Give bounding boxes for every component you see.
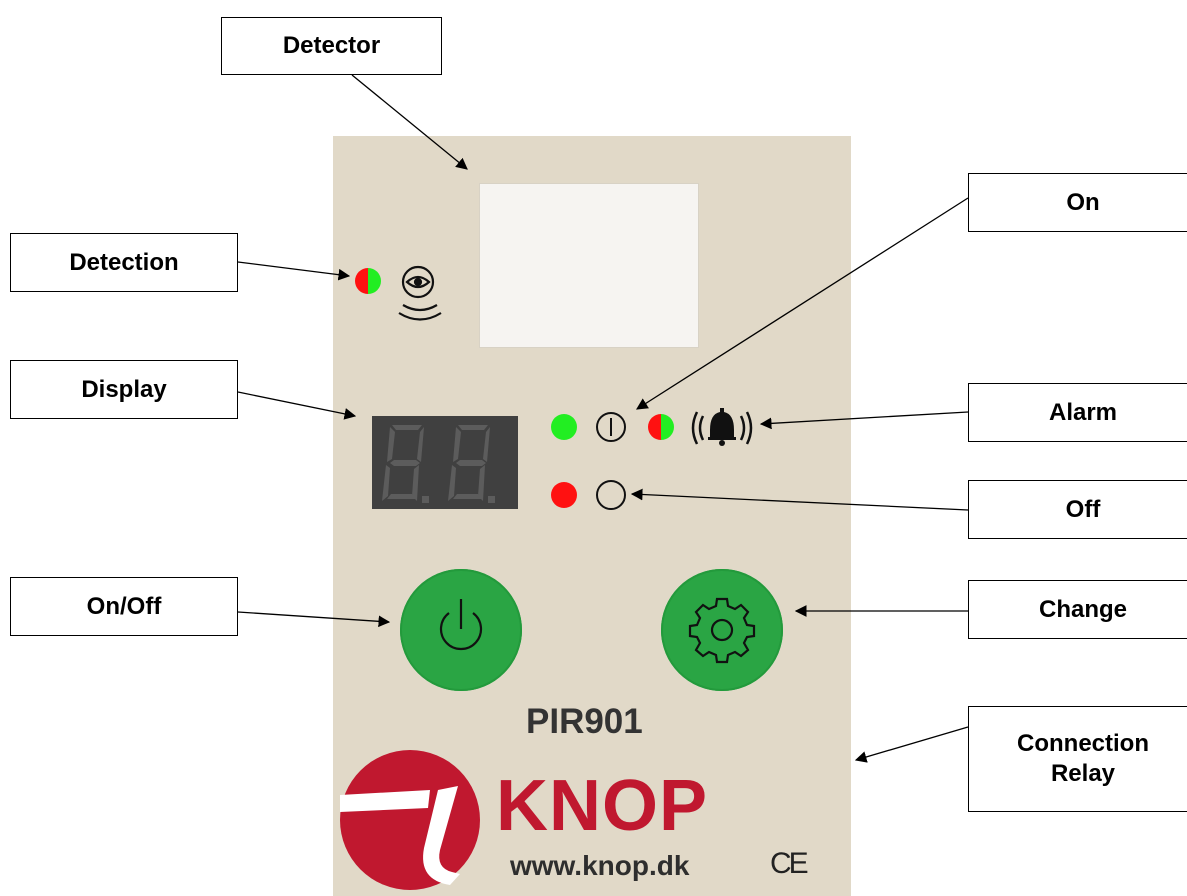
detector-label: Detector xyxy=(221,17,442,75)
power-icon xyxy=(439,599,483,651)
gear-icon xyxy=(688,597,756,664)
change-button[interactable] xyxy=(661,569,783,691)
on-off-label: On/Off xyxy=(10,577,238,636)
on-led xyxy=(551,414,577,440)
off-label: Off xyxy=(968,480,1187,539)
connection-relay-label: Connection Relay xyxy=(968,706,1187,812)
website-url[interactable]: www.knop.dk xyxy=(510,850,690,881)
detection-led xyxy=(355,268,381,294)
detection-label: Detection xyxy=(10,233,238,292)
on-label: On xyxy=(968,173,1187,232)
seven-segment-display xyxy=(372,416,518,509)
display-label: Display xyxy=(10,360,238,419)
detector-window xyxy=(479,183,699,348)
alarm-led xyxy=(648,414,674,440)
power-button[interactable] xyxy=(400,569,522,691)
ce-mark: CE xyxy=(770,847,809,880)
change-label: Change xyxy=(968,580,1187,639)
off-led xyxy=(551,482,577,508)
brand-name: KNOP xyxy=(496,766,709,846)
arrow-connection-relay xyxy=(854,726,969,763)
model-name: PIR901 xyxy=(526,702,643,741)
alarm-label: Alarm xyxy=(968,383,1187,442)
